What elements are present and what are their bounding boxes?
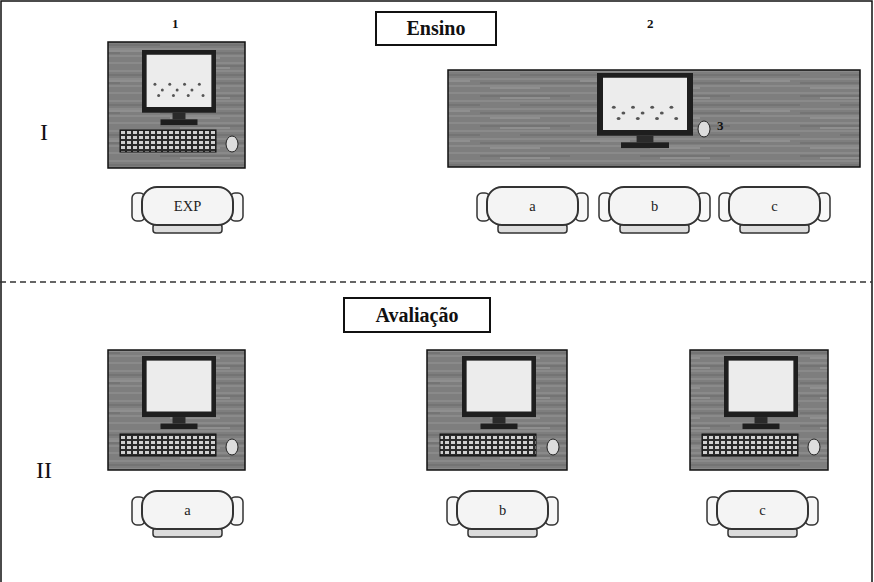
- row-numeral: II: [36, 458, 52, 482]
- callout-number: 3: [717, 119, 724, 132]
- desk-eval-c: [690, 350, 828, 470]
- seat-label: a: [487, 188, 578, 224]
- row-numeral: I: [40, 120, 48, 144]
- desk-1: [108, 42, 245, 168]
- seat-label: a: [142, 492, 233, 528]
- chair: c: [717, 184, 832, 236]
- desk-eval-a: [108, 350, 245, 470]
- separator: [0, 281, 872, 282]
- seat-label: c: [717, 492, 808, 528]
- desk-2: [448, 70, 860, 167]
- phase-box: Ensino: [375, 11, 497, 46]
- phase-box: Avaliação: [343, 297, 491, 333]
- callout-number: 1: [172, 17, 179, 30]
- desk-eval-b: [427, 350, 567, 470]
- chair: c: [705, 488, 820, 540]
- seat-label: b: [609, 188, 700, 224]
- chair: b: [597, 184, 712, 236]
- chair: EXP: [130, 184, 245, 236]
- chair: b: [445, 488, 560, 540]
- phase-title: Avaliação: [376, 304, 459, 327]
- callout-number: 2: [647, 17, 654, 30]
- seat-label: c: [729, 188, 820, 224]
- seat-label: EXP: [142, 188, 233, 224]
- seat-label: b: [457, 492, 548, 528]
- chair: a: [475, 184, 590, 236]
- phase-title: Ensino: [407, 17, 466, 40]
- chair: a: [130, 488, 245, 540]
